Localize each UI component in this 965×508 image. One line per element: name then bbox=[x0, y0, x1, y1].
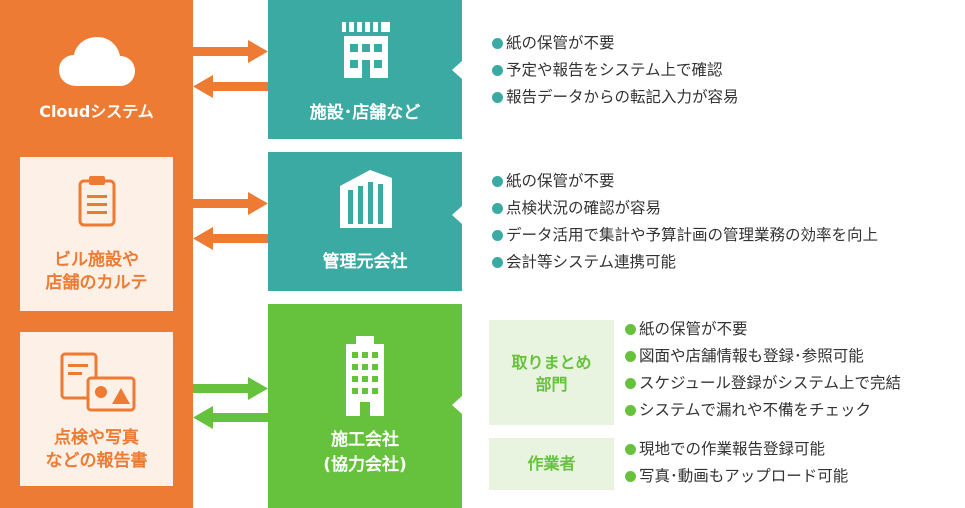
management-company-box: 管理元会社 bbox=[268, 152, 462, 291]
bullet-dot-icon bbox=[492, 257, 503, 268]
bullet-dot-icon bbox=[492, 230, 503, 241]
facility-box: 施設･店舗など bbox=[268, 0, 462, 139]
list-item: 図面や店舗情報も登録･参照可能 bbox=[625, 343, 901, 370]
clipboard-icon bbox=[78, 176, 116, 227]
bullet-dot-icon bbox=[492, 38, 503, 49]
role-label-line2: 部門 bbox=[535, 375, 568, 394]
list-item: 紙の保管が不要 bbox=[625, 316, 901, 343]
contractor-label-line2: (協力会社) bbox=[323, 455, 407, 475]
card-label-line2: などの報告書 bbox=[45, 451, 148, 471]
list-item: 予定や報告をシステム上で確認 bbox=[492, 57, 739, 84]
cloud-system-panel: Cloudシステム ビル施設や 店舗のカルテ 点検や写真 などの報告書 bbox=[0, 0, 193, 508]
apartment-building-icon bbox=[346, 336, 384, 416]
bullet-dot-icon bbox=[492, 203, 503, 214]
bullet-dot-icon bbox=[492, 176, 503, 187]
role-label-line1: 取りまとめ bbox=[511, 353, 592, 372]
list-item: 写真･動画もアップロード可能 bbox=[625, 463, 848, 490]
contractor-box: 施工会社 (協力会社) bbox=[268, 304, 462, 508]
bullet-dot-icon bbox=[492, 65, 503, 76]
card-label-line1: ビル施設や bbox=[54, 250, 139, 270]
list-item: システムで漏れや不備をチェック bbox=[625, 397, 901, 424]
list-item: 点検状況の確認が容易 bbox=[492, 195, 878, 222]
building-record-card: ビル施設や 店舗のカルテ bbox=[20, 157, 173, 311]
bullet-dot-icon bbox=[625, 351, 636, 362]
cloud-icon bbox=[59, 37, 135, 86]
inspection-report-card: 点検や写真 などの報告書 bbox=[20, 332, 173, 486]
contractor-label-line1: 施工会社 bbox=[331, 430, 399, 450]
list-item: 報告データからの転記入力が容易 bbox=[492, 84, 739, 111]
list-item: 会計等システム連携可能 bbox=[492, 249, 878, 276]
list-item: スケジュール登録がシステム上で完結 bbox=[625, 370, 901, 397]
callout-pointer bbox=[452, 206, 462, 224]
bullet-dot-icon bbox=[625, 405, 636, 416]
callout-pointer bbox=[452, 61, 462, 79]
management-benefits-list: 紙の保管が不要 点検状況の確認が容易 データ活用で集計や予算計画の管理業務の効率… bbox=[492, 168, 878, 276]
management-company-label: 管理元会社 bbox=[322, 252, 408, 272]
list-item: データ活用で集計や予算計画の管理業務の効率を向上 bbox=[492, 222, 878, 249]
bullet-dot-icon bbox=[492, 92, 503, 103]
office-building-icon bbox=[340, 170, 392, 228]
sync-arrows bbox=[193, 40, 268, 429]
callout-pointer bbox=[452, 396, 462, 414]
card-label-line1: 点検や写真 bbox=[54, 428, 139, 448]
list-item: 紙の保管が不要 bbox=[492, 168, 878, 195]
bullet-dot-icon bbox=[625, 378, 636, 389]
store-icon bbox=[342, 22, 390, 78]
coordination-department-box: 取りまとめ 部門 bbox=[489, 320, 614, 425]
role-label-line1: 作業者 bbox=[527, 454, 576, 473]
worker-benefits-list: 現地での作業報告登録可能 写真･動画もアップロード可能 bbox=[625, 436, 848, 490]
document-image-icon bbox=[60, 352, 136, 412]
worker-box: 作業者 bbox=[489, 438, 614, 490]
list-item: 紙の保管が不要 bbox=[492, 30, 739, 57]
cloud-system-label: Cloudシステム bbox=[39, 102, 154, 121]
list-item: 現地での作業報告登録可能 bbox=[625, 436, 848, 463]
bullet-dot-icon bbox=[625, 444, 636, 455]
coordination-benefits-list: 紙の保管が不要 図面や店舗情報も登録･参照可能 スケジュール登録がシステム上で完… bbox=[625, 316, 901, 424]
bullet-dot-icon bbox=[625, 324, 636, 335]
facility-benefits-list: 紙の保管が不要 予定や報告をシステム上で確認 報告データからの転記入力が容易 bbox=[492, 30, 739, 111]
bullet-dot-icon bbox=[625, 471, 636, 482]
card-label-line2: 店舗のカルテ bbox=[45, 273, 148, 293]
facility-label: 施設･店舗など bbox=[309, 103, 421, 123]
